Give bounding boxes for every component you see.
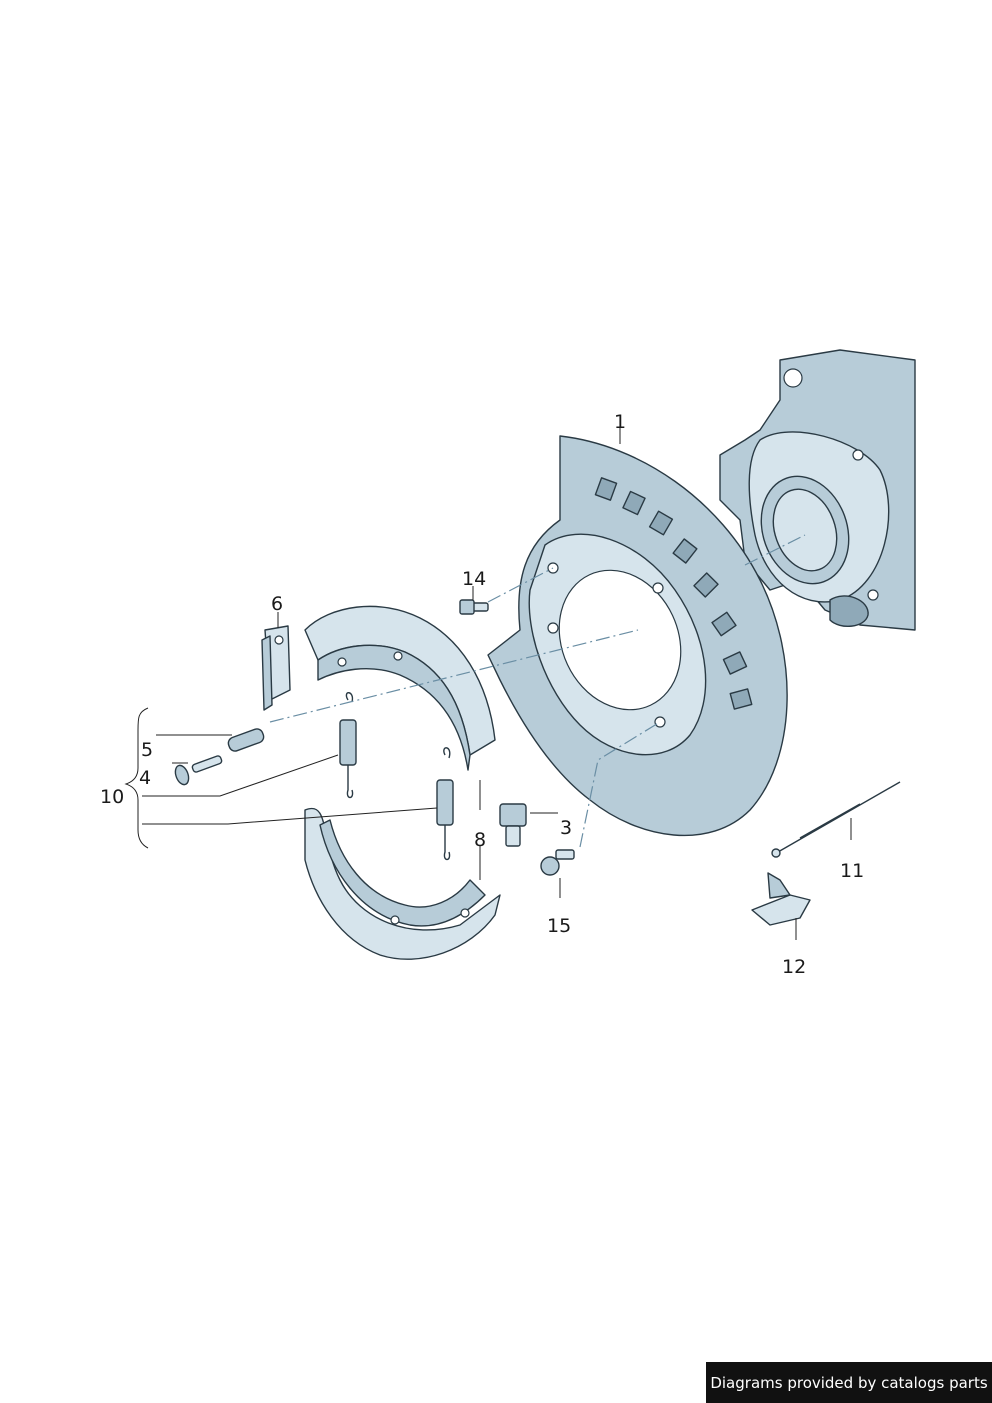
callout-1: 1 [614,411,626,433]
return-spring-lower [436,747,454,861]
callout-14: 14 [462,568,486,590]
lower-brake-shoe [304,807,501,960]
callout-11: 11 [840,860,864,882]
callout-6: 6 [271,593,283,615]
brake-cable-11 [771,781,901,858]
callout-4: 4 [139,767,151,789]
bolt-15 [540,849,575,876]
group-brace-10 [124,707,149,849]
brake-backing-plate [487,435,788,837]
adjuster-3 [499,803,527,847]
hold-down-clip [261,625,291,711]
bracket-12 [751,872,811,926]
return-spring-upper [339,692,357,799]
callout-8: 8 [474,829,486,851]
callout-5: 5 [141,739,153,761]
hold-down-pin [174,755,223,786]
callout-10: 10 [100,786,124,808]
adjuster-spring [227,728,265,752]
wheel-hub-knuckle [719,349,916,631]
callout-15: 15 [547,915,571,937]
leader-lines [142,428,852,940]
bolt-14 [459,599,489,615]
callout-12: 12 [782,956,806,978]
credit-banner: Diagrams provided by catalogs parts [706,1362,992,1403]
upper-brake-shoe [304,605,496,771]
callout-3: 3 [560,817,572,839]
centre-lines [269,534,806,848]
